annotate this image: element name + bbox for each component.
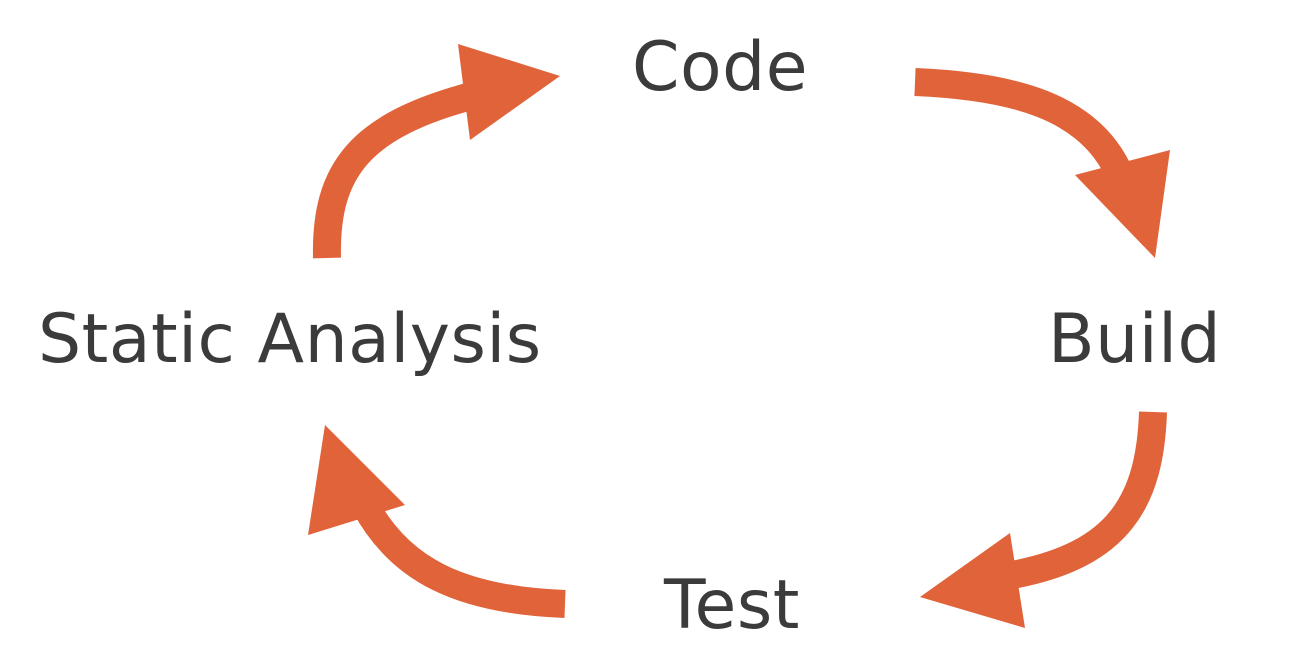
arrow-test-to-static-analysis-shaft xyxy=(352,498,566,618)
arrow-static-analysis-to-code xyxy=(312,44,560,259)
arrow-test-to-static-analysis-head xyxy=(308,425,405,535)
node-test-label: Test xyxy=(664,566,800,645)
node-static-analysis-label: Static Analysis xyxy=(38,300,542,379)
arrow-code-to-build-shaft xyxy=(914,68,1133,182)
arrow-build-to-test xyxy=(920,411,1167,628)
arrow-code-to-build-head xyxy=(1075,150,1170,258)
arrow-test-to-static-analysis xyxy=(308,425,566,618)
arrow-static-analysis-to-code-head xyxy=(458,44,560,140)
arrow-build-to-test-head xyxy=(920,533,1025,628)
arrow-build-to-test-shaft xyxy=(1009,411,1167,589)
arrow-code-to-build xyxy=(914,68,1170,258)
node-code-label: Code xyxy=(632,28,809,107)
arrow-static-analysis-to-code-shaft xyxy=(312,81,479,259)
node-build-label: Build xyxy=(1048,300,1222,379)
